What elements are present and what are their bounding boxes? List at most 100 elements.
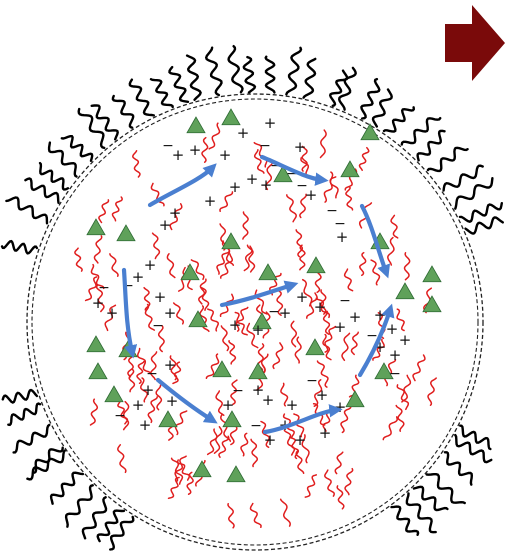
green-triangle-icon <box>186 116 206 134</box>
inner-chain <box>169 355 178 381</box>
blue-curved-arrow-icon <box>147 163 217 208</box>
green-triangle-icon <box>158 410 178 428</box>
positive-charge: + <box>237 124 250 142</box>
positive-charge: + <box>319 424 332 442</box>
inner-chain <box>104 304 117 332</box>
negative-charge: − <box>296 178 308 194</box>
inner-chain <box>213 426 223 454</box>
inner-chain <box>93 235 103 264</box>
outer-chain <box>204 46 223 97</box>
positive-charge: + <box>172 146 185 164</box>
inner-chain <box>395 404 405 432</box>
inner-chain <box>140 377 149 403</box>
inner-chain <box>324 325 337 353</box>
green-triangle-icon <box>192 460 212 478</box>
outer-chain <box>111 94 135 129</box>
inner-chain <box>172 302 185 325</box>
inner-chain <box>320 289 327 315</box>
positive-charge: + <box>386 320 399 338</box>
inner-chain <box>220 413 232 442</box>
inner-chain <box>396 308 405 332</box>
positive-charge: + <box>296 288 309 306</box>
outer-chain <box>454 177 494 210</box>
inner-chain <box>240 432 249 457</box>
outer-chain <box>60 135 94 162</box>
inner-chain <box>220 325 230 352</box>
positive-charge: + <box>142 381 155 399</box>
outer-chain <box>81 496 108 540</box>
flow-arrow-layer <box>121 154 395 435</box>
inner-chain <box>336 485 345 510</box>
inner-chain <box>219 191 234 213</box>
green-triangle-icon <box>221 108 241 126</box>
positive-charge: + <box>154 288 167 306</box>
outer-chain <box>412 485 449 512</box>
inner-chain <box>345 186 354 211</box>
negative-charge: − <box>286 166 298 182</box>
outer-chain <box>96 509 126 543</box>
inner-chain <box>316 360 329 388</box>
negative-charge: − <box>250 418 262 434</box>
inner-chain <box>190 259 205 281</box>
corner-arrow <box>445 5 505 81</box>
outer-chain <box>302 57 317 99</box>
positive-charge: + <box>316 386 329 404</box>
inner-chain <box>90 263 105 290</box>
outer-chain <box>49 471 85 505</box>
inner-chain <box>350 331 359 356</box>
positive-charge: + <box>139 416 152 434</box>
inner-chain <box>219 253 234 279</box>
outer-chain-layer <box>0 45 504 551</box>
positive-charge: + <box>219 146 232 164</box>
inner-chain <box>280 382 289 407</box>
negative-charge: − <box>146 366 158 382</box>
inner-chain <box>201 136 209 163</box>
charge-layer: ++++−+−+−−+++−++++−−+++−−++++−+++−++−+++… <box>92 114 412 449</box>
inner-chain <box>401 374 412 403</box>
green-triangle-icon <box>86 218 106 236</box>
inner-chain <box>279 498 291 527</box>
green-triangle-icon <box>422 295 442 313</box>
blue-curved-arrow-icon <box>262 404 343 435</box>
inner-chain <box>215 390 225 416</box>
inner-chain <box>230 379 238 406</box>
outer-chain <box>371 88 393 128</box>
outer-chain <box>454 433 493 464</box>
inner-chain <box>323 176 337 203</box>
positive-charge: + <box>252 381 265 399</box>
inner-chain <box>199 305 210 333</box>
negative-charge: − <box>98 280 110 296</box>
positive-charge: + <box>334 398 347 416</box>
green-triangle-icon <box>116 224 136 242</box>
outer-chain <box>90 104 119 141</box>
inner-chain <box>294 336 302 364</box>
outer-chain <box>0 239 39 255</box>
inner-chain <box>109 253 119 277</box>
green-triangle-icon <box>221 232 241 250</box>
inner-chain <box>382 416 398 441</box>
inner-chain <box>136 360 145 385</box>
positive-charge: + <box>246 170 259 188</box>
outer-chain <box>77 107 106 150</box>
green-triangle-icon <box>306 256 326 274</box>
inner-chain <box>396 384 410 411</box>
positive-charge: + <box>164 304 177 322</box>
positive-charge: + <box>349 308 362 326</box>
negative-charge: − <box>326 203 338 219</box>
positive-charge: + <box>132 268 145 286</box>
inner-chain <box>301 278 313 307</box>
positive-charge: + <box>222 396 235 414</box>
outer-chain <box>416 129 446 162</box>
positive-charge: + <box>264 114 277 132</box>
negative-charge: − <box>232 383 244 399</box>
inner-chain <box>359 251 367 277</box>
green-triangle-icon <box>226 465 246 483</box>
negative-charge: − <box>306 373 318 389</box>
green-triangle-icon <box>374 362 394 380</box>
inner-chain <box>299 244 306 271</box>
outer-chain <box>464 216 504 235</box>
green-triangle-icon <box>212 360 232 378</box>
positive-charge: + <box>314 298 327 316</box>
outer-chain <box>38 161 70 191</box>
